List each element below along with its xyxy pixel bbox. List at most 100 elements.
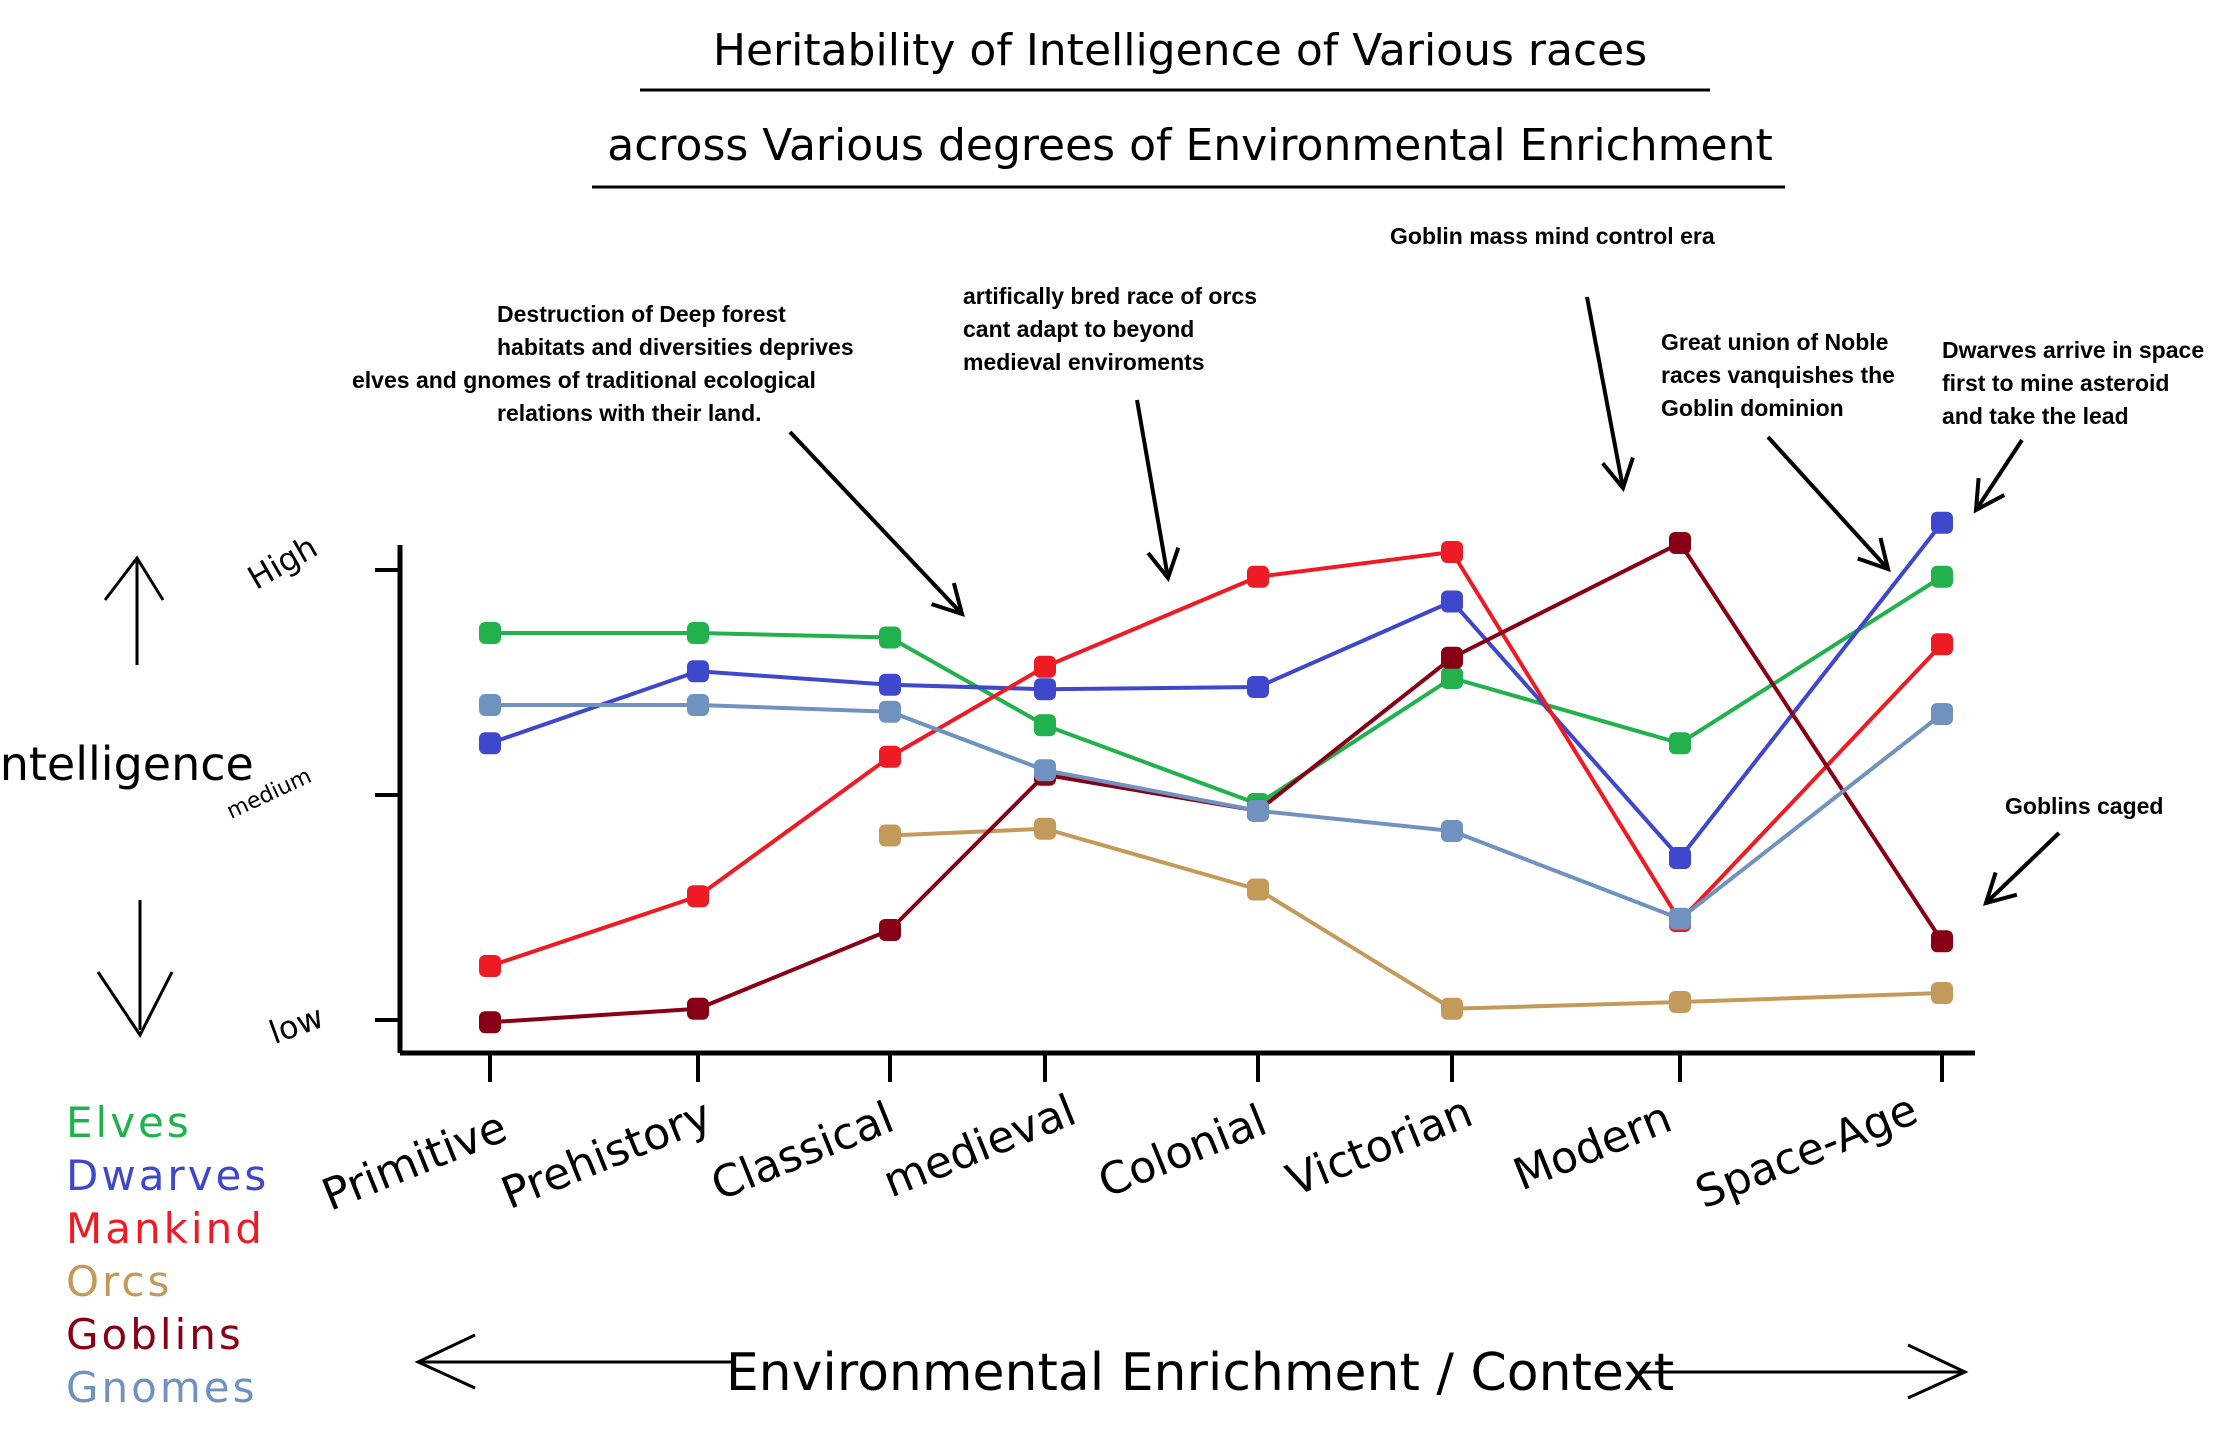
annotation-text: elves and gnomes of traditional ecologic… xyxy=(352,367,816,393)
data-point xyxy=(479,622,501,644)
annotation-text: relations with their land. xyxy=(497,400,762,426)
data-point xyxy=(1931,703,1953,725)
annotation-text: first to mine asteroid xyxy=(1942,370,2169,396)
x-tick-label: medieval xyxy=(876,1085,1083,1208)
data-point xyxy=(879,700,901,723)
data-point xyxy=(879,919,901,941)
annotation-arrow xyxy=(1135,399,1170,579)
annotation-text: Destruction of Deep forest xyxy=(497,301,786,327)
annotation-goblins-caged: Goblins caged xyxy=(1982,793,2163,906)
x-tick-label: Victorian xyxy=(1280,1086,1480,1206)
annotation-text: cant adapt to beyond xyxy=(963,316,1194,342)
annotation-goblin-era: Goblin mass mind control era xyxy=(1390,223,1715,493)
data-point xyxy=(1034,817,1056,840)
data-point xyxy=(687,694,709,716)
data-point xyxy=(1669,907,1691,930)
data-point xyxy=(479,694,501,716)
data-point xyxy=(1931,982,1953,1004)
y-tick-label: low xyxy=(264,997,328,1051)
series-mankind xyxy=(479,541,1953,977)
series-line xyxy=(489,521,1944,860)
legend-entry-mankind: Mankind xyxy=(66,1204,265,1253)
data-point xyxy=(1441,997,1463,1020)
annotation-text: Goblin mass mind control era xyxy=(1390,223,1715,249)
data-point xyxy=(479,955,501,977)
x-tick-label: Modern xyxy=(1506,1092,1678,1201)
chart-title-line2: across Various degrees of Environmental … xyxy=(607,120,1772,171)
annotation-text: Goblins caged xyxy=(2005,793,2163,819)
chart-title-line1: Heritability of Intelligence of Various … xyxy=(713,25,1647,76)
data-point xyxy=(479,732,501,755)
data-point xyxy=(687,660,709,683)
legend-entry-elves: Elves xyxy=(66,1098,192,1147)
series-orcs xyxy=(879,817,1953,1020)
data-point xyxy=(1247,676,1269,698)
arrowhead xyxy=(1973,477,2006,514)
series-line xyxy=(489,550,1944,968)
data-point xyxy=(1441,667,1463,689)
x-tick-label: Classical xyxy=(704,1092,901,1211)
data-point xyxy=(879,626,901,649)
legend-entry-dwarves: Dwarves xyxy=(66,1151,269,1200)
annotation-text: medieval enviroments xyxy=(963,349,1205,375)
annotation-text: and take the lead xyxy=(1942,403,2129,429)
annotation-orcs-bred: artifically bred race of orcs cant adapt … xyxy=(963,283,1257,583)
series-elves xyxy=(479,565,1953,815)
y-tick-label: High xyxy=(241,528,324,598)
annotation-text: Great union of Noble xyxy=(1661,329,1888,355)
data-point xyxy=(1034,678,1056,701)
y-down-arrow xyxy=(96,900,174,1038)
annotation-arrow xyxy=(1984,831,2061,905)
annotation-arrow xyxy=(1585,296,1625,489)
legend-entry-orcs: Orcs xyxy=(66,1257,172,1306)
data-point xyxy=(479,1011,501,1034)
annotation-text: habitats and diversities deprives xyxy=(497,334,854,360)
data-point xyxy=(1034,759,1056,782)
data-point xyxy=(1931,565,1953,588)
arrowhead xyxy=(1857,537,1891,573)
annotation-text: races vanquishes the xyxy=(1661,362,1895,388)
annotation-arrow xyxy=(1766,435,1890,571)
annotation-arrow xyxy=(788,430,964,616)
data-point xyxy=(1247,799,1269,822)
arrowhead xyxy=(930,582,965,618)
data-point xyxy=(1247,565,1269,588)
arrowhead xyxy=(1601,456,1635,493)
annotation-arrow xyxy=(1974,438,2024,512)
x-tick-label: Space-Age xyxy=(1688,1084,1924,1219)
legend-entry-gnomes: Gnomes xyxy=(66,1363,258,1412)
data-point xyxy=(1931,930,1953,953)
data-point xyxy=(1247,878,1269,901)
x-tick-label: Primitive xyxy=(315,1102,514,1222)
data-point xyxy=(1441,820,1463,842)
series-line xyxy=(889,826,1943,1011)
y-up-arrow xyxy=(103,555,165,665)
annotation-great-union: Great union of Noble races vanquishes the… xyxy=(1661,329,1895,573)
y-axis-label: Intelligence xyxy=(0,737,254,791)
series-goblins xyxy=(479,532,1953,1034)
data-point xyxy=(1669,732,1691,755)
data-point xyxy=(1669,847,1691,869)
data-point xyxy=(1931,633,1953,656)
data-point xyxy=(879,745,901,768)
x-right-arrow xyxy=(1642,1343,1969,1400)
series-gnomes xyxy=(479,694,1953,930)
series-dwarves xyxy=(479,511,1953,869)
arrowhead xyxy=(1146,547,1181,583)
data-point xyxy=(687,997,709,1020)
annotation-text: artifically bred race of orcs xyxy=(963,283,1257,309)
data-point xyxy=(687,622,709,644)
x-tick-label: Prehistory xyxy=(494,1089,718,1219)
data-point xyxy=(687,885,709,908)
data-point xyxy=(879,824,901,847)
data-point xyxy=(1441,646,1463,669)
annotation-text: Goblin dominion xyxy=(1661,395,1844,421)
data-point xyxy=(1669,991,1691,1013)
data-point xyxy=(1931,511,1953,534)
legend-entry-goblins: Goblins xyxy=(66,1310,244,1359)
x-left-arrow xyxy=(414,1333,735,1390)
data-point xyxy=(1034,655,1056,678)
